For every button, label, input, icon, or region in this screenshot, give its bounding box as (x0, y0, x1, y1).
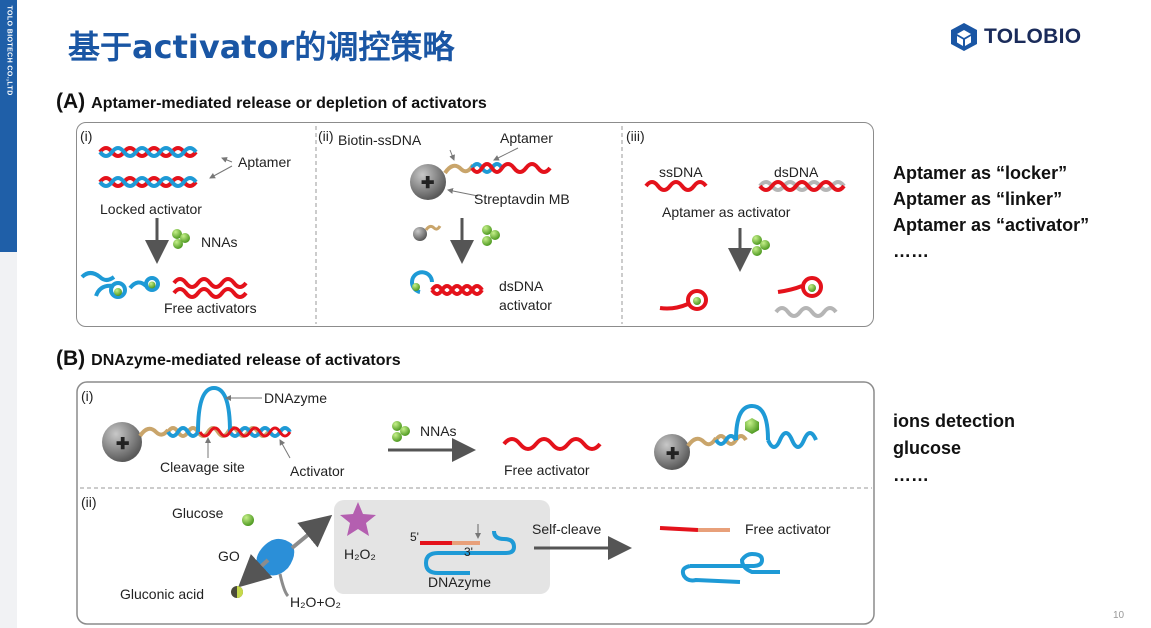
nna-molecules-icon (392, 421, 410, 442)
note-line: Aptamer as “activator” (893, 215, 1090, 235)
nna-molecules-icon (482, 225, 500, 246)
dnazyme-label: DNAzyme (428, 574, 492, 590)
section-b-heading: (B) DNAzyme-mediated release of activator… (56, 347, 401, 371)
dsdna-activator-with-aptamer (410, 270, 484, 296)
free-activator-label: Free activator (745, 521, 831, 537)
aptamer-label: Aptamer (500, 130, 553, 146)
dnazyme-nna-bound (686, 403, 818, 449)
note-line: …… (893, 465, 929, 485)
panel-label: (ii) (318, 128, 334, 144)
panel-label: (iii) (626, 128, 645, 144)
svg-text:✚: ✚ (116, 436, 129, 453)
aptamer-as-activator-label: Aptamer as activator (662, 204, 791, 220)
nna-molecules-icon (752, 235, 770, 256)
aptamer-nna-complex (80, 271, 160, 299)
nna-molecules-icon (172, 229, 190, 249)
h2o2-star-icon (340, 502, 376, 536)
streptavidin-mb-label: Streptavdin MB (474, 191, 570, 207)
locked-activator-helix (98, 146, 198, 158)
cleaved-dnazyme (680, 551, 780, 584)
page-title: 基于activator的调控策略 (68, 28, 455, 66)
free-activators-label: Free activators (164, 300, 257, 316)
cleavage-site-label: Cleavage site (160, 459, 245, 475)
biotin-ssdna-label: Biotin-ssDNA (338, 132, 422, 148)
section-a-title: Aptamer-mediated release or depletion of… (91, 95, 487, 112)
three-prime-label: 3' (464, 545, 473, 559)
svg-text:✚: ✚ (666, 446, 679, 463)
section-a-heading: (A) Aptamer-mediated release or depletion… (56, 90, 487, 114)
section-b-letter: (B) (56, 347, 86, 370)
aptamer-nna-bound (659, 289, 708, 311)
locked-activator-helix (98, 176, 198, 188)
nnas-label: NNAs (420, 423, 457, 439)
magnetic-bead-icon (654, 434, 690, 470)
note-line: Aptamer as “locker” (893, 163, 1068, 183)
side-strip-lower (0, 252, 17, 628)
panel-label: (i) (81, 388, 94, 404)
activator-label: Activator (290, 463, 345, 479)
note-line: ions detection (893, 411, 1016, 431)
dnazyme-label: DNAzyme (264, 390, 328, 406)
note-line: glucose (893, 438, 962, 458)
nnas-label: NNAs (201, 234, 238, 250)
go-label: GO (218, 548, 240, 564)
reaction-box (334, 500, 550, 594)
glucose-label: Glucose (172, 505, 224, 521)
five-prime-label: 5' (410, 530, 419, 544)
section-b-panel (76, 381, 875, 625)
hexagon-logo-icon (951, 23, 977, 51)
panel-label: (ii) (81, 494, 97, 510)
dnazyme-substrate-complex (166, 385, 292, 438)
self-cleave-label: Self-cleave (532, 521, 602, 537)
graphene-oxide-icon (256, 538, 295, 576)
locked-activator-label: Locked activator (100, 201, 202, 217)
section-a-letter: (A) (56, 90, 86, 113)
dsdna-strand (758, 180, 846, 192)
logo-text: TOLOBIO (984, 25, 1082, 48)
free-activator-fragment (659, 526, 730, 532)
svg-text:✚: ✚ (421, 175, 434, 192)
h2o2-label: H₂O₂ (344, 546, 376, 562)
aptamer-label: Aptamer (238, 154, 291, 170)
section-a-panel (76, 122, 874, 327)
dnazyme-self-cleave (420, 524, 517, 575)
ssdna-label: ssDNA (659, 164, 703, 180)
aptamer-dsdna (470, 162, 552, 174)
note-line: …… (893, 241, 929, 261)
small-bead-icon (413, 227, 427, 241)
aptamer-nna-bound (774, 276, 838, 318)
company-logo: TOLOBIO (950, 22, 1081, 52)
free-activator-label: Free activator (504, 462, 590, 478)
page-number: 10 (1113, 610, 1125, 621)
h2o-o2-label: H₂O+O₂ (290, 594, 341, 610)
section-b-notes: ions detection glucose …… (893, 408, 1015, 489)
dsdna-label: dsDNA (499, 278, 544, 294)
free-activator-strand (172, 277, 248, 299)
magnetic-bead-icon (102, 422, 142, 462)
activator-label: activator (499, 297, 552, 313)
free-activator-strand (502, 437, 602, 451)
note-line: Aptamer as “linker” (893, 189, 1063, 209)
section-a-notes: Aptamer as “locker” Aptamer as “linker” … (893, 160, 1089, 264)
gluconic-acid-label: Gluconic acid (120, 586, 205, 602)
panel-label: (i) (80, 128, 93, 144)
magnetic-bead-icon (410, 164, 446, 200)
ssdna-strand (644, 180, 708, 192)
section-b-title: DNAzyme-mediated release of activators (91, 352, 401, 369)
glucose-molecule-icon (242, 514, 254, 526)
dsdna-label: dsDNA (774, 164, 819, 180)
